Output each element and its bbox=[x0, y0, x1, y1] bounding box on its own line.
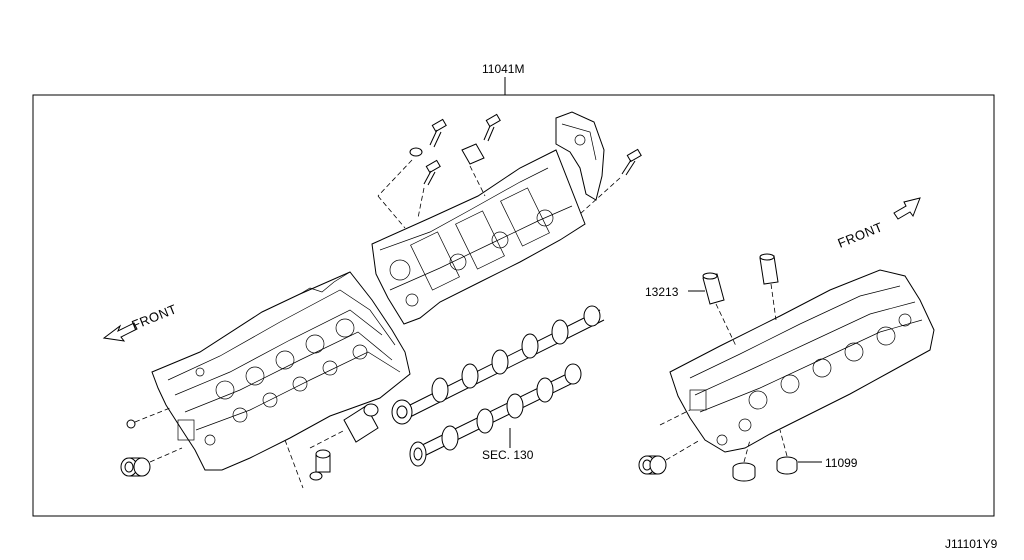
dowel-pin-left bbox=[126, 419, 136, 429]
bolt-3 bbox=[423, 159, 441, 186]
bolt-1 bbox=[429, 118, 447, 148]
section-label: SEC. 130 bbox=[482, 448, 534, 462]
bolt-2 bbox=[483, 113, 501, 142]
part-label-11099: 11099 bbox=[825, 456, 858, 470]
plug-left bbox=[309, 449, 331, 481]
cylinder-head-right bbox=[669, 269, 935, 453]
cap-block bbox=[461, 143, 485, 165]
plug-11099-a bbox=[732, 462, 756, 482]
assembly-frame bbox=[32, 94, 995, 517]
front-arrow-left-icon bbox=[102, 322, 138, 342]
plug-11099-b bbox=[776, 456, 798, 475]
front-label-right: FRONT bbox=[836, 219, 885, 251]
camshaft-upper bbox=[391, 305, 605, 425]
valve-guide-tube-1 bbox=[702, 272, 725, 305]
timing-cover-piece bbox=[555, 111, 605, 201]
figure-id: J11101Y9 bbox=[945, 537, 998, 551]
camshaft-lower bbox=[409, 363, 582, 467]
part-label-13213: 13213 bbox=[645, 285, 679, 299]
seal-ring-right bbox=[638, 455, 667, 475]
front-label-left: FRONT bbox=[130, 301, 179, 333]
tube-left bbox=[343, 403, 379, 443]
cylinder-head-left bbox=[151, 271, 411, 471]
washer-1 bbox=[409, 147, 423, 157]
bolt-4 bbox=[621, 148, 642, 176]
front-arrow-right-icon bbox=[893, 197, 921, 220]
assembly-label: 11041M bbox=[482, 62, 524, 76]
camshaft-bracket bbox=[371, 149, 586, 325]
valve-guide-tube-2 bbox=[759, 253, 779, 285]
seal-ring-left bbox=[120, 457, 151, 477]
